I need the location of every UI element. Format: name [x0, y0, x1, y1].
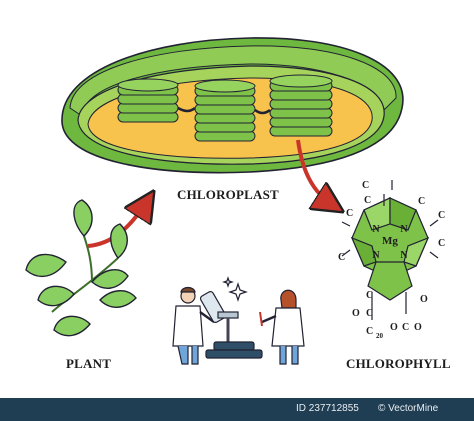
leaf [73, 199, 93, 238]
pyrrole-ring [403, 236, 430, 267]
c-atom: C [364, 195, 371, 206]
stock-footer-bar: ID 237712855 © VectorMine [0, 398, 474, 421]
o-atom: O [390, 322, 398, 333]
stroma-lamella [177, 106, 271, 115]
pyrrole-ring [389, 197, 417, 231]
phytol-tail-subscript: 20 [376, 332, 384, 340]
plant-illustration [25, 199, 137, 337]
c-atom: C [346, 208, 353, 219]
scientists-illustration [172, 276, 305, 365]
c-atom: C [438, 210, 445, 221]
lab-coat [271, 307, 305, 347]
scientist-legs [279, 346, 299, 365]
c-atom: C [338, 252, 345, 263]
label-chloroplast: CHLOROPLAST [177, 187, 279, 202]
n-atom: N [372, 224, 380, 235]
leaf [37, 285, 75, 307]
scientist-legs [177, 345, 199, 365]
c-atom: C [402, 322, 409, 333]
n-atom: N [400, 250, 408, 261]
c-atom: C [366, 308, 373, 319]
lower-ring [367, 261, 413, 301]
granum-right [269, 74, 333, 137]
o-atom: O [352, 308, 360, 319]
label-chlorophyll: CHLOROPHYLL [346, 356, 451, 371]
footer-credit-text: © VectorMine [378, 403, 439, 414]
microscope-icon [199, 291, 263, 359]
o-atom: O [420, 294, 428, 305]
arrow-chloroplast-to-chlorophyll [296, 139, 334, 206]
chlorophyll-molecule [341, 180, 439, 320]
granum-center [194, 79, 256, 142]
chloroplast-illustration [61, 37, 404, 174]
label-plant: PLANT [66, 356, 112, 371]
sparkle-icon [222, 276, 234, 288]
leaf [25, 253, 67, 278]
sparkle-icon [228, 282, 248, 302]
c-atom: C [418, 196, 425, 207]
plant-stem [51, 235, 119, 313]
chloroplast-upper-membrane [69, 45, 397, 117]
mg-atom: Mg [382, 235, 398, 247]
c-atom: C [362, 180, 369, 191]
footer-id-text: ID 237712855 [296, 403, 359, 414]
n-atom: N [372, 250, 380, 261]
n-atom: N [400, 224, 408, 235]
lab-coat [172, 305, 204, 347]
c-atom: C [366, 290, 373, 301]
leaf [110, 223, 128, 260]
leaf [53, 315, 91, 337]
pyrrole-ring [350, 236, 377, 267]
c-atom: C [438, 238, 445, 249]
leaf [91, 269, 129, 289]
granum-left [117, 78, 179, 123]
c-atom: C [366, 326, 373, 337]
leaf [99, 290, 137, 308]
o-atom: O [414, 322, 422, 333]
